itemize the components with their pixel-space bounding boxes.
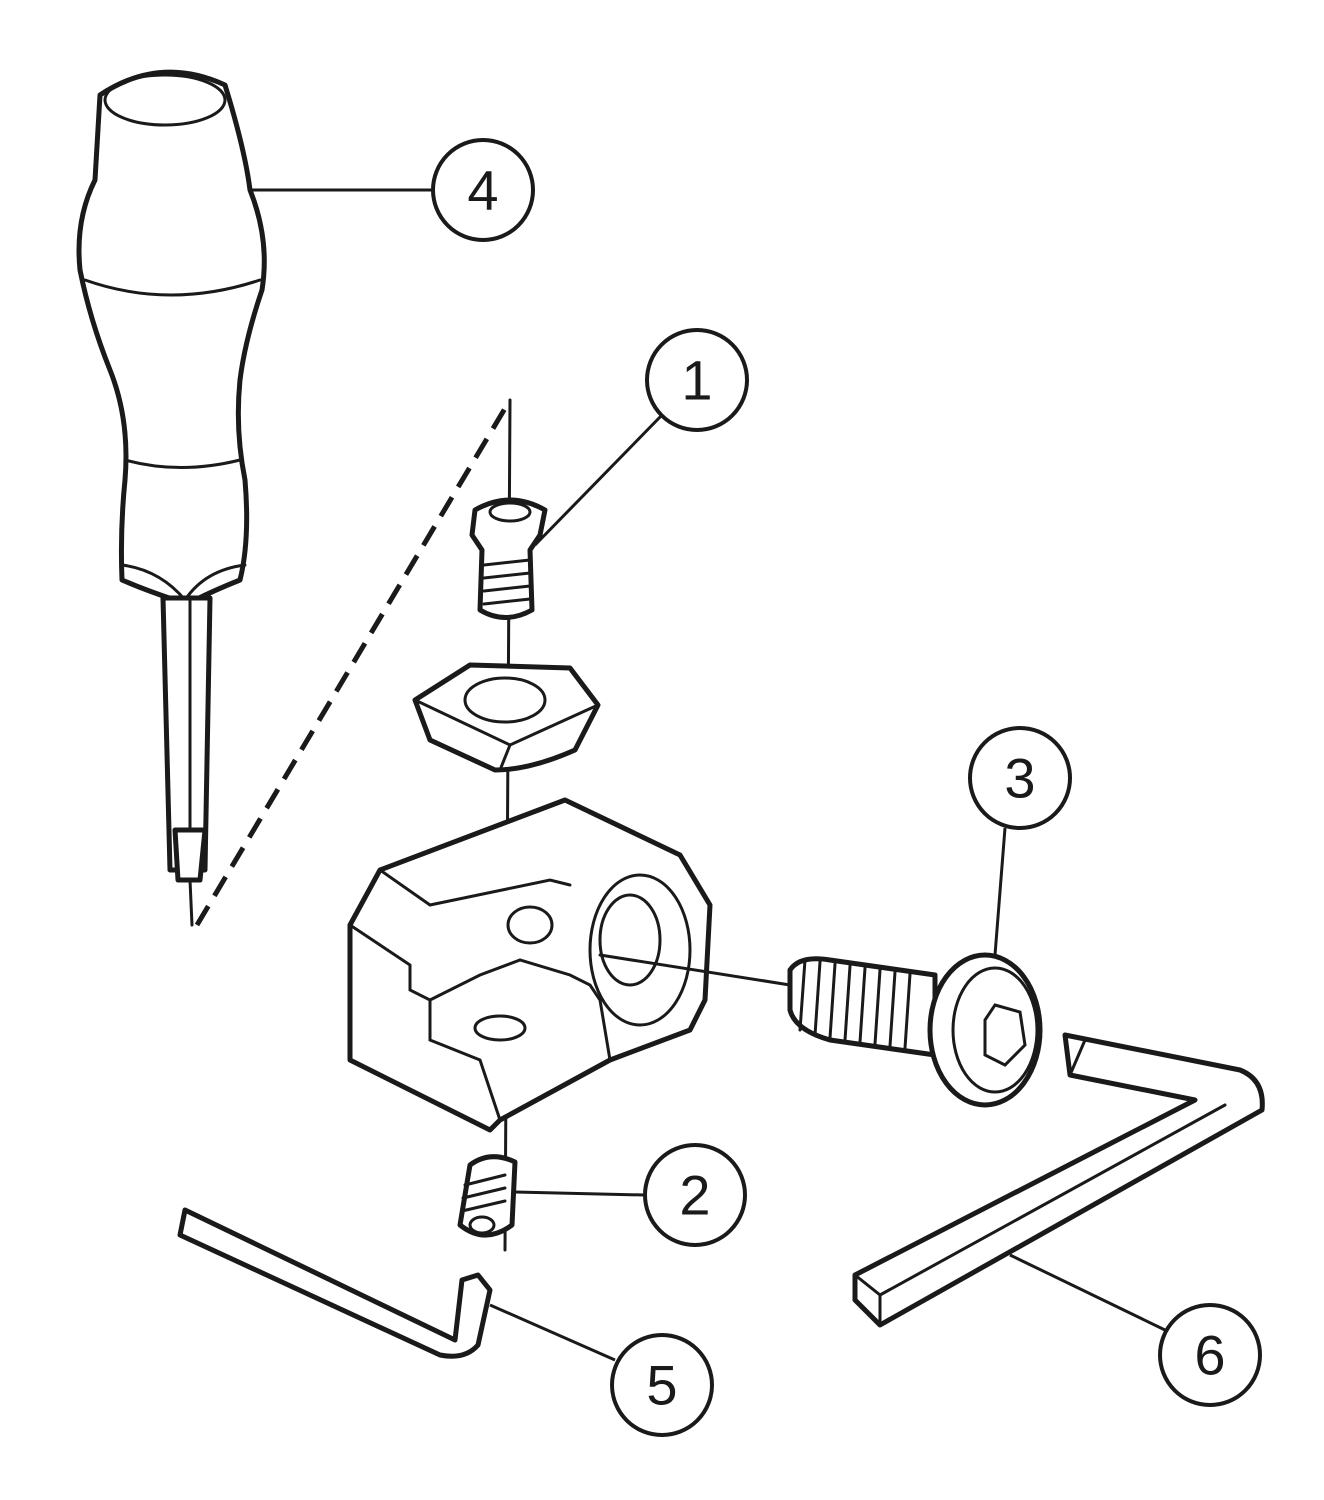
callout-label: 4 (467, 159, 498, 222)
callout-2: 2 (643, 1143, 747, 1247)
large-hex-key (852, 1032, 1265, 1328)
callout-1: 1 (645, 328, 749, 432)
clamp-screw (469, 497, 548, 620)
callout-6: 6 (1158, 1303, 1262, 1407)
small-hex-key (177, 1207, 493, 1359)
callout-label: 1 (681, 349, 712, 412)
callout-label: 2 (679, 1164, 710, 1227)
callout-3: 3 (968, 726, 1072, 830)
shim-plate (412, 662, 601, 773)
holder-block (347, 797, 713, 1133)
callout-label: 5 (646, 1354, 677, 1417)
mounting-bolt (598, 952, 1043, 1108)
callout-4: 4 (431, 138, 535, 242)
callout-5: 5 (610, 1333, 714, 1437)
torx-screwdriver (76, 69, 267, 927)
callout-label: 3 (1004, 747, 1035, 810)
callout-label: 6 (1194, 1324, 1225, 1387)
set-screw (457, 1154, 518, 1238)
